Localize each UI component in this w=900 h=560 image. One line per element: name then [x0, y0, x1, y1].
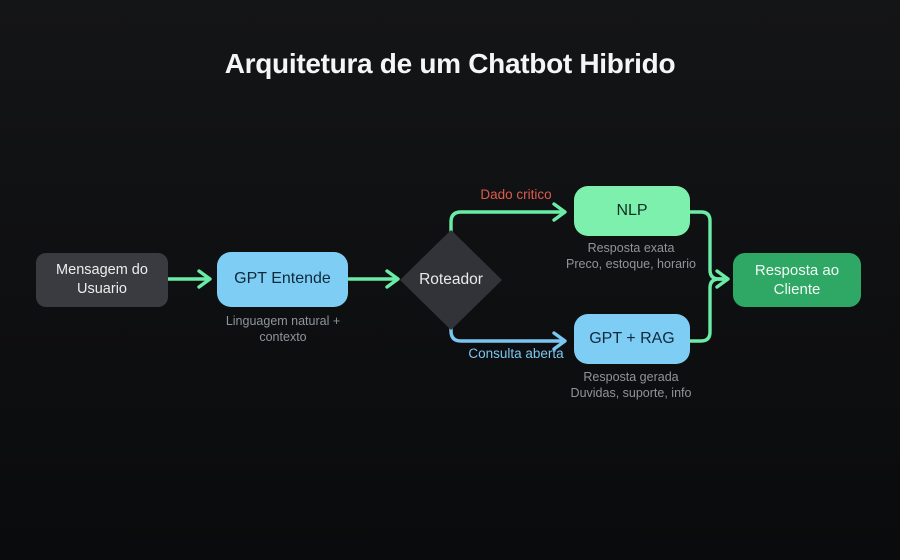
caption-gpt: Linguagem natural + contexto [203, 313, 363, 345]
caption-gpt-line1: Linguagem natural + [225, 314, 341, 328]
node-gpt-rag-label: GPT + RAG [589, 329, 675, 347]
caption-nlp: Resposta exata Preco, estoque, horario [551, 240, 711, 272]
node-user-message: Mensagem do Usuario [36, 253, 168, 307]
node-client-response-label: Resposta ao Cliente [754, 261, 840, 299]
caption-gpt-line2: contexto [259, 330, 307, 344]
arrowhead-merge-to-client-icon [715, 269, 730, 289]
caption-rag: Resposta gerada Duvidas, suporte, info [551, 369, 711, 401]
router-diamond-shape [400, 230, 502, 330]
node-user-message-label: Mensagem do Usuario [56, 262, 148, 297]
page-title: Arquitetura de um Chatbot Hibrido [224, 48, 676, 79]
arrowhead-gpt-to-router-icon [385, 269, 400, 289]
edge-router-to-nlp [449, 210, 563, 234]
caption-rag-line1: Resposta gerada [583, 370, 679, 384]
node-router-label: Roteador [419, 271, 483, 288]
arrowhead-router-to-rag-icon [552, 331, 567, 351]
caption-nlp-line2: Preco, estoque, horario [566, 257, 696, 271]
node-nlp-label: NLP [616, 201, 648, 219]
caption-rag-line2: Duvidas, suporte, info [570, 386, 692, 400]
node-nlp: NLP [574, 186, 690, 236]
node-gpt-rag: GPT + RAG [574, 314, 690, 364]
caption-nlp-line1: Resposta exata [587, 241, 675, 255]
node-gpt-understands: GPT Entende [217, 252, 348, 307]
arrowhead-router-to-nlp-icon [552, 202, 567, 222]
node-gpt-understands-label: GPT Entende [234, 270, 331, 288]
edge-router-to-rag [449, 325, 563, 343]
arrowhead-user-to-gpt-icon [197, 269, 212, 289]
edge-label-open-query: Consulta aberta [468, 346, 564, 361]
edge-label-critical-data: Dado critico [480, 187, 552, 202]
node-client-response: Resposta ao Cliente [733, 253, 861, 307]
edge-rag-to-client [688, 277, 725, 343]
